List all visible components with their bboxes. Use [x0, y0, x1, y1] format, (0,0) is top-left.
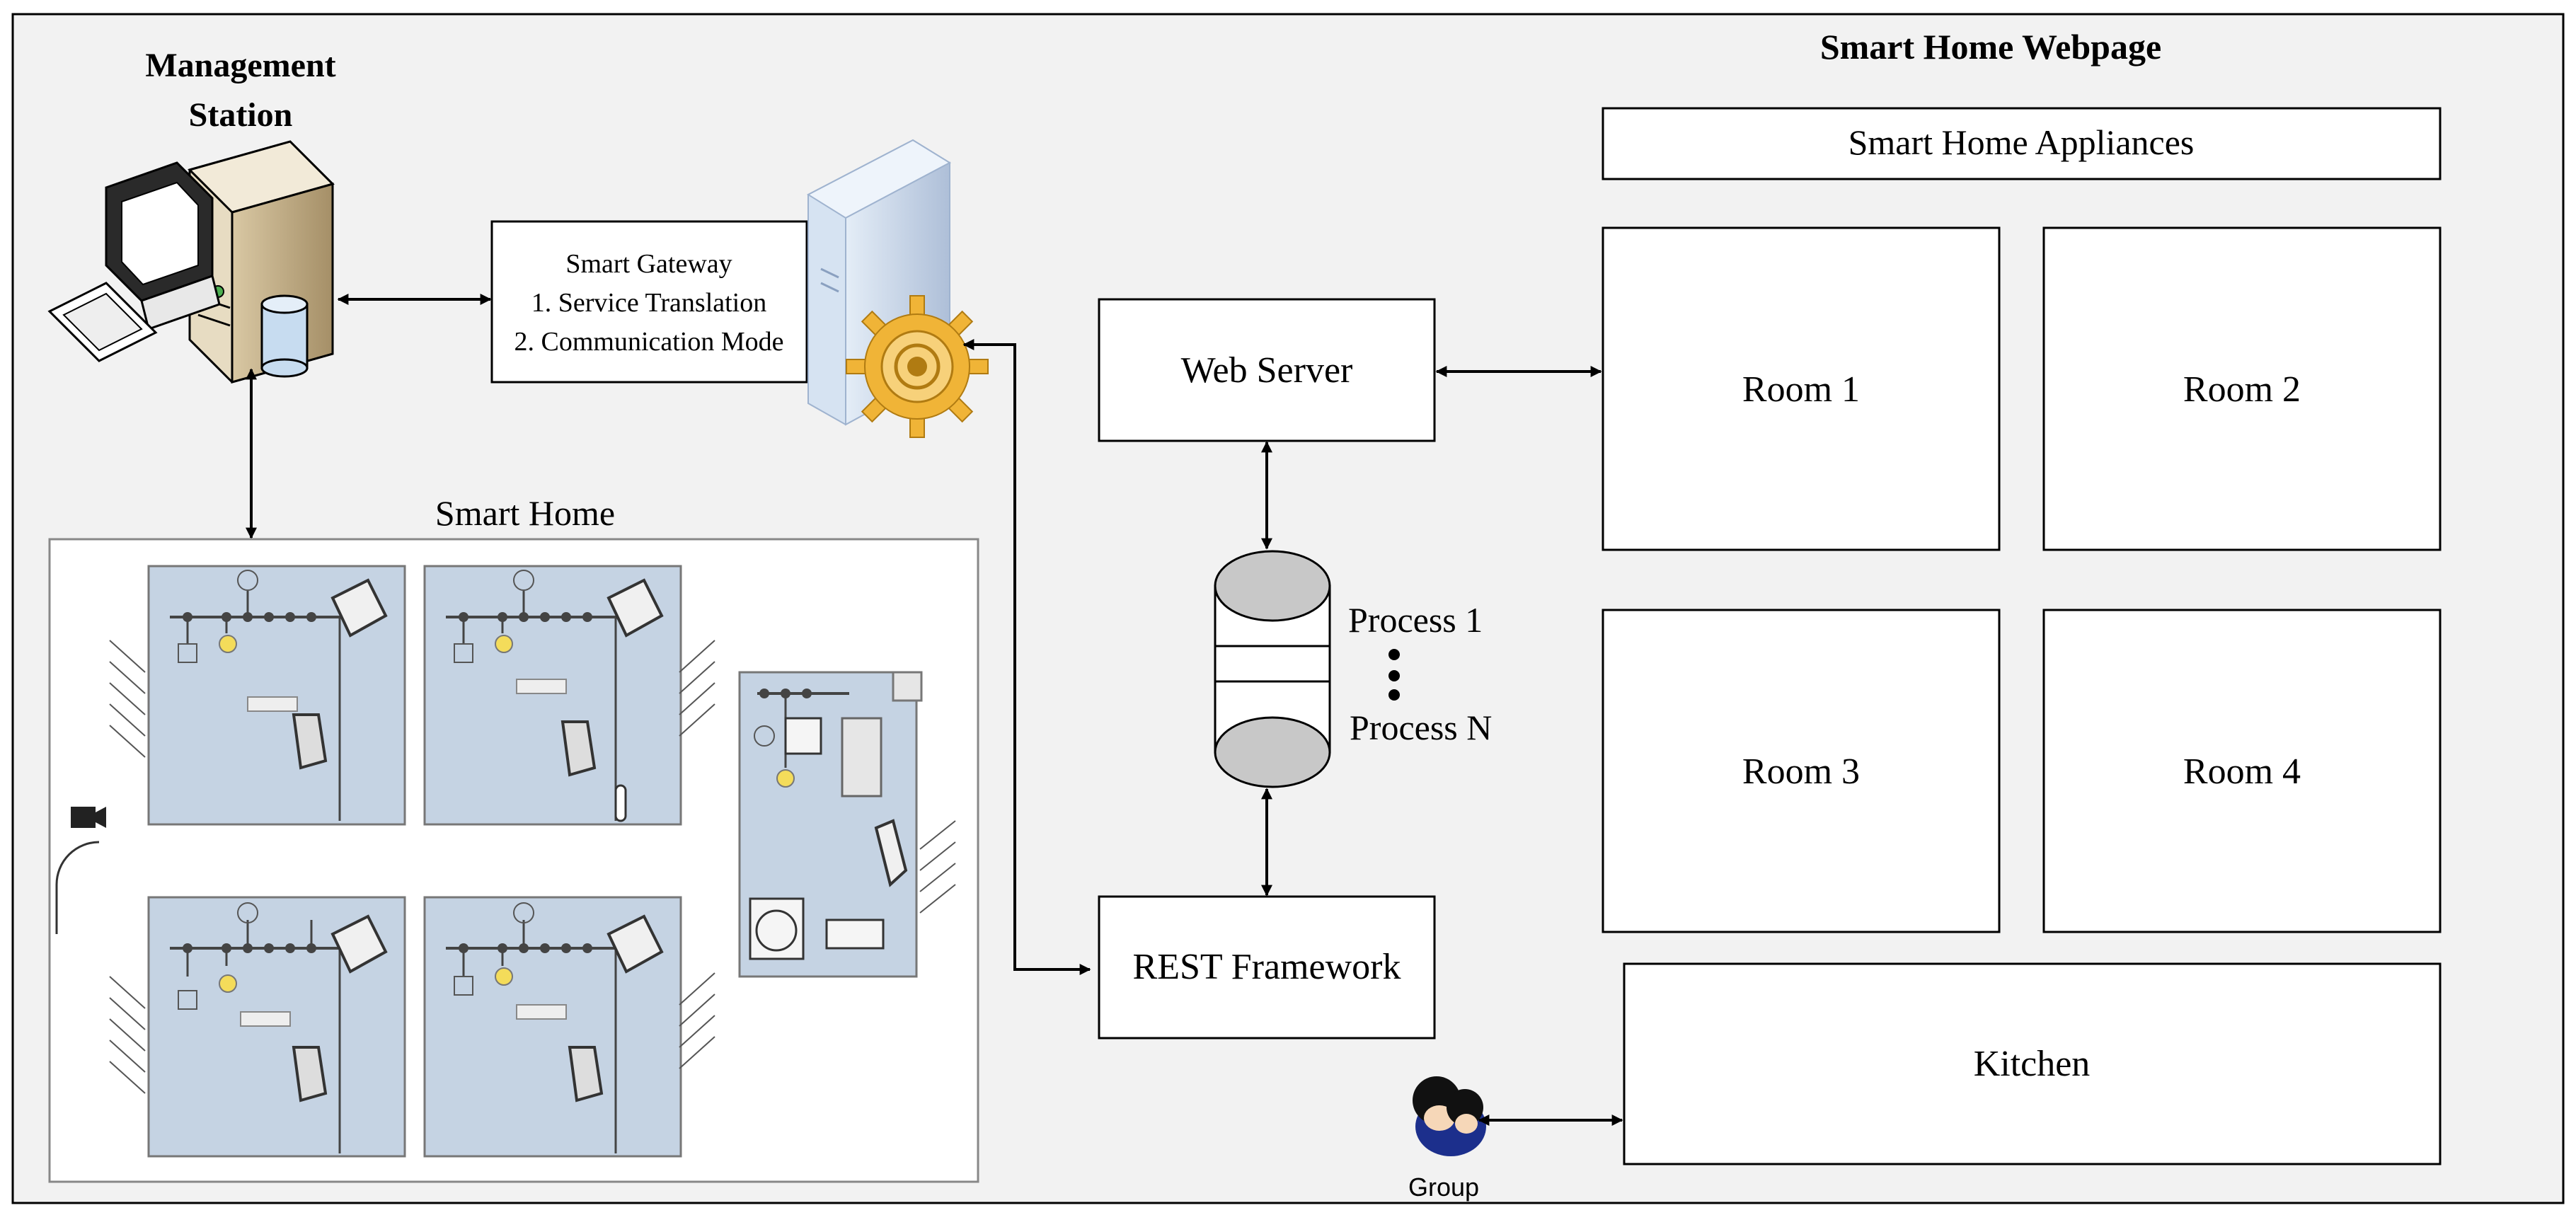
web-server-box [1098, 298, 1436, 442]
room-3-label: Room 3 [1742, 752, 1860, 792]
room-plan-top-right [423, 565, 682, 826]
kitchen-panel[interactable] [1623, 962, 2442, 1165]
room-4-label: Room 4 [2183, 752, 2301, 792]
gateway-item-2: 2. Communication Mode [514, 327, 783, 357]
room-2-label: Room 2 [2183, 369, 2301, 410]
appliances-bar[interactable] [1602, 107, 2442, 180]
computer-icon [47, 140, 335, 384]
kitchen-plan [738, 671, 923, 978]
rest-framework-box [1098, 895, 1436, 1040]
webpage-title: Smart Home Webpage [1820, 27, 2161, 67]
ellipsis-dots [1388, 649, 1400, 701]
room-1-label: Room 1 [1742, 369, 1860, 410]
smart-home-label: Smart Home [435, 493, 615, 533]
room-plan-bottom-left [147, 896, 406, 1158]
hatched-walls [109, 640, 956, 1094]
management-station-title-line2: Station [189, 96, 293, 134]
room-4-panel[interactable] [2042, 609, 2442, 933]
gear-icon [846, 295, 989, 438]
process-last-label: Process N [1350, 708, 1492, 747]
room-2-panel[interactable] [2042, 226, 2442, 551]
gateway-title: Smart Gateway [565, 249, 732, 279]
room-3-panel[interactable] [1602, 609, 2001, 933]
process-first-label: Process 1 [1348, 600, 1483, 640]
management-station-title: Management [145, 47, 335, 84]
gateway-rest-connector [962, 339, 1091, 975]
rest-framework-label: REST Framework [1133, 947, 1401, 987]
door-arc [55, 841, 100, 885]
web-server-label: Web Server [1181, 350, 1353, 391]
process-queue-icon [1214, 550, 1331, 788]
appliances-label: Smart Home Appliances [1848, 122, 2195, 162]
gateway-item-1: 1. Service Translation [531, 288, 766, 318]
group-icon [1413, 1076, 1486, 1156]
group-label: Group [1408, 1173, 1479, 1202]
smart-gateway-box [490, 220, 808, 384]
room-1-panel[interactable] [1602, 226, 2001, 551]
kitchen-label: Kitchen [1974, 1044, 2091, 1084]
room-plan-top-left [147, 565, 406, 826]
room-plan-bottom-right [423, 896, 682, 1158]
camera-icon [71, 807, 106, 828]
